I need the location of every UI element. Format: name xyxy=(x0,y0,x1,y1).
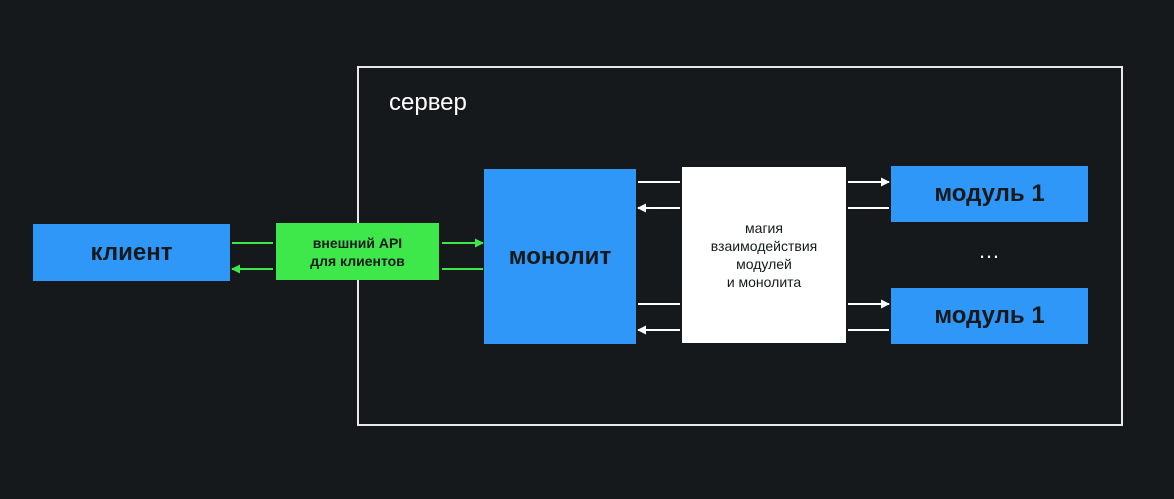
magic-label-line2: взаимодействия xyxy=(710,238,818,254)
server-label: сервер xyxy=(389,89,467,116)
api-label-line2: для клиентов xyxy=(310,252,405,269)
magic-label-line1: магия xyxy=(745,220,783,236)
module-box-top: модуль 1 xyxy=(891,166,1088,222)
module-label-bottom: модуль 1 xyxy=(934,302,1045,329)
modules-ellipsis: … xyxy=(978,238,1002,263)
magic-label-line4: и монолита xyxy=(726,274,802,290)
monolith-box: монолит xyxy=(484,169,636,344)
client-label: клиент xyxy=(90,238,173,266)
magic-label-line3: модулей xyxy=(736,256,792,272)
monolith-label: монолит xyxy=(508,242,612,270)
interaction-magic-box: магия взаимодействия модулей и монолита xyxy=(682,167,846,343)
client-box: клиент xyxy=(33,224,230,281)
module-label-top: модуль 1 xyxy=(934,180,1045,207)
module-box-bottom: модуль 1 xyxy=(891,288,1088,344)
external-api-box: внешний API для клиентов xyxy=(276,223,439,280)
api-label-line1: внешний API xyxy=(312,234,403,251)
